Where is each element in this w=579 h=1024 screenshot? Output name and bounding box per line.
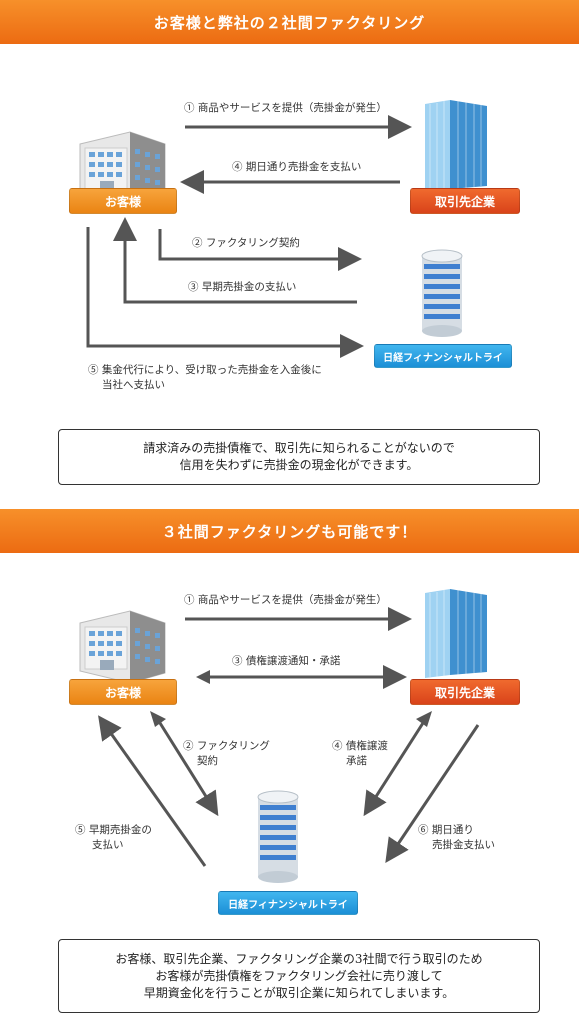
section2-banner-title: ３社間ファクタリングも可能です！ — [161, 522, 418, 541]
step5-arrow — [86, 227, 364, 358]
nikkei-cylinder-tower-icon — [421, 249, 463, 337]
step2-note-line1: ② ファクタリング — [183, 740, 270, 752]
nikkei-label-text: 日経フィナンシャルトライ — [383, 352, 503, 364]
client-label: お客様 — [69, 188, 177, 214]
step5-note-line2: 支払い — [92, 839, 124, 851]
step4-note-line1: ④ 債権譲渡 — [332, 740, 388, 752]
nikkei-label: 日経フィナンシャルトライ — [218, 891, 358, 915]
section2-banner: ３社間ファクタリングも可能です！ — [0, 509, 579, 553]
step2-note: ② ファクタリング契約 — [192, 237, 300, 249]
client-office-building-icon — [79, 610, 166, 684]
step2-note-line2: 契約 — [197, 755, 218, 767]
step2-arrow — [158, 229, 362, 271]
info-line: お客様が売掛債権をファクタリング会社に売り渡して — [155, 968, 443, 983]
info-line: 請求済みの売掛債権で、取引先に知られることがないので — [143, 441, 455, 455]
partner-label: 取引先企業 — [410, 679, 520, 705]
info-line: お客様、取引先企業、ファクタリング企業の3社間で行う取引のため — [115, 951, 483, 966]
client-label: お客様 — [69, 679, 177, 705]
info-line: 信用を失わずに売掛金の現金化ができます。 — [179, 458, 419, 472]
step4-arrow-start-head — [416, 711, 432, 727]
step5-note-line1: ⑤ 早期売掛金の — [75, 824, 152, 836]
client-label-text: お客様 — [104, 194, 141, 209]
partner-label: 取引先企業 — [410, 188, 520, 214]
info-line: 早期資金化を行うことが取引企業に知られてしまいます。 — [143, 985, 455, 1000]
client-office-building-icon — [79, 131, 166, 205]
step3-arrow — [113, 217, 357, 304]
section1-diagram: お客様 取引先企業 日経フィナンシャルトライ ① 商品やサービスを提供（売掛金が… — [0, 44, 579, 504]
partner-label-text: 取引先企業 — [434, 685, 495, 700]
step5-arrow — [98, 715, 207, 867]
section1-banner-title: お客様と弊社の２社間ファクタリング — [153, 13, 426, 32]
client-label-text: お客様 — [104, 685, 141, 700]
step6-note-line1: ⑥ 期日通り — [418, 824, 474, 836]
step3-arrow-left-head — [196, 670, 210, 684]
step4-note: ④ 期日通り売掛金を支払い — [232, 161, 362, 173]
section1-arrows — [79, 100, 487, 358]
step6-note-line2: 売掛金支払い — [432, 839, 495, 851]
nikkei-label-text: 日経フィナンシャルトライ — [228, 899, 348, 911]
section1-info-box: 請求済みの売掛債権で、取引先に知られることがないので 信用を失わずに売掛金の現金… — [58, 429, 540, 485]
partner-label-text: 取引先企業 — [434, 194, 495, 209]
step2-arrow-start-head — [150, 711, 166, 727]
section2-diagram: お客様 取引先企業 日経フィナンシャルトライ ① 商品やサービスを提供（売掛金が… — [0, 553, 579, 1024]
partner-glass-tower-icon — [425, 100, 487, 192]
section1-banner: お客様と弊社の２社間ファクタリング — [0, 0, 579, 44]
step4-arrow — [363, 722, 425, 817]
step6-arrow — [385, 724, 480, 863]
step3-note: ③ 早期売掛金の支払い — [188, 281, 297, 293]
nikkei-cylinder-tower-icon — [257, 790, 299, 883]
partner-glass-tower-icon — [425, 589, 487, 678]
step3-note: ③ 債権譲渡通知・承諾 — [232, 655, 341, 667]
step5-note-line2: 当社へ支払い — [102, 379, 165, 391]
section2-info-box: お客様、取引先企業、ファクタリング企業の3社間で行う取引のため お客様が売掛債権… — [58, 939, 540, 1013]
step4-note-line2: 承諾 — [346, 755, 367, 767]
step2-arrow — [158, 722, 219, 817]
step1-note: ① 商品やサービスを提供（売掛金が発生） — [184, 102, 387, 114]
section2-arrows — [79, 589, 487, 883]
nikkei-label: 日経フィナンシャルトライ — [374, 344, 512, 368]
step1-note: ① 商品やサービスを提供（売掛金が発生） — [184, 594, 387, 606]
step5-note-line1: ⑤ 集金代行により、受け取った売掛金を入金後に — [88, 364, 322, 376]
